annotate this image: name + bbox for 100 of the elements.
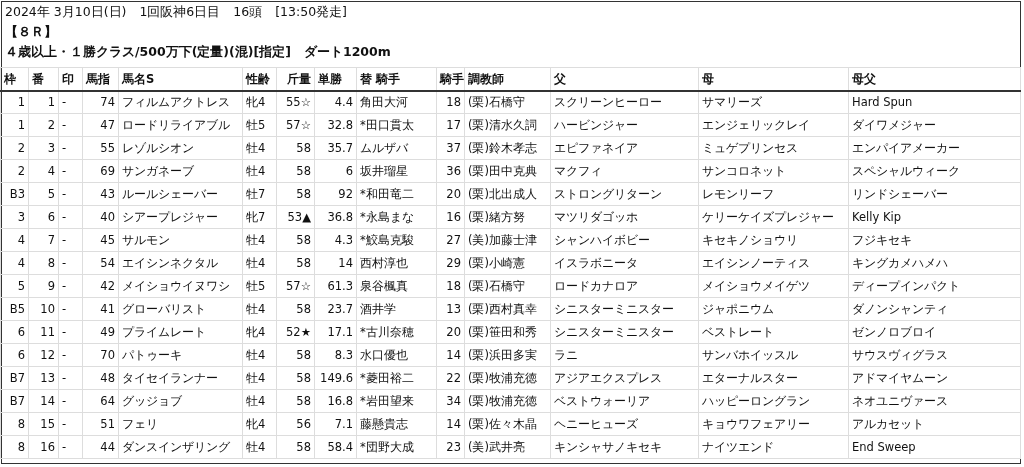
- mark: -: [62, 393, 67, 410]
- frame-number: B5: [9, 301, 25, 318]
- column-header: 性齢: [246, 70, 270, 88]
- weight: 58: [296, 255, 311, 272]
- horse-number: 15: [40, 416, 55, 433]
- horse-number: 14: [40, 393, 55, 410]
- damsire-name: ダノンシャンティ: [852, 301, 948, 318]
- dam-name: サンバホイッスル: [702, 347, 798, 364]
- odds: 58.4: [327, 439, 353, 456]
- jockey-name: *岩田望来: [360, 393, 414, 410]
- frame-number: 2: [17, 140, 25, 157]
- sire-name: スクリーンヒーロー: [554, 94, 662, 112]
- weight: 58: [296, 370, 311, 387]
- trainer-name: (栗)鈴木孝志: [468, 140, 537, 157]
- jockey-stat: 22: [446, 370, 461, 387]
- damsire-name: Hard Spun: [852, 94, 913, 112]
- trainer-name: (栗)石橋守: [468, 278, 525, 295]
- damsire-name: ゼンノロブロイ: [852, 324, 936, 341]
- trainer-name: (栗)浜田多実: [468, 347, 537, 364]
- column-header: 枠: [4, 70, 16, 88]
- race-info-text: ４歳以上・１勝クラス/500万下(定量)(混)[指定] ダート1200m: [5, 44, 391, 60]
- horse-number: 13: [40, 370, 55, 387]
- horse-name: フィルムアクトレス: [122, 94, 230, 112]
- weight: 58: [296, 393, 311, 410]
- dam-name: キョウワフェアリー: [702, 416, 810, 433]
- damsire-name: End Sweep: [852, 439, 916, 456]
- jockey-name: 酒井学: [360, 301, 396, 318]
- jockey-stat: 14: [446, 416, 461, 433]
- dam-name: ミュゲプリンセス: [702, 140, 798, 157]
- trainer-name: (栗)佐々木晶: [468, 416, 537, 433]
- column-header: 母: [702, 70, 714, 88]
- trainer-name: (栗)牧浦充徳: [468, 393, 537, 410]
- horse-number: 12: [40, 347, 55, 364]
- mark: -: [62, 370, 67, 387]
- dam-name: エンジェリックレイ: [702, 117, 810, 134]
- sex-age: 牝7: [246, 209, 266, 226]
- sire-name: マツリダゴッホ: [554, 209, 638, 226]
- column-header: 調教師: [468, 70, 504, 88]
- frame-number: 8: [17, 439, 25, 456]
- horse-number: 5: [47, 186, 55, 203]
- damsire-name: フジキセキ: [852, 232, 912, 249]
- odds: 61.3: [327, 278, 353, 295]
- sex-age: 牡4: [246, 232, 266, 249]
- sire-name: シャンハイボビー: [554, 232, 650, 249]
- odds: 17.1: [327, 324, 353, 341]
- column-header: 父: [554, 70, 566, 88]
- horse-number: 10: [40, 301, 55, 318]
- dam-name: エターナルスター: [702, 370, 798, 387]
- horse-name: レゾルシオン: [122, 140, 194, 157]
- index-value: 74: [100, 94, 115, 112]
- frame-number: B3: [9, 186, 25, 203]
- sex-age: 牡4: [246, 255, 266, 272]
- column-header: 印: [62, 70, 74, 88]
- weight: 58: [296, 232, 311, 249]
- odds: 92: [338, 186, 353, 203]
- horse-number: 4: [47, 163, 55, 180]
- horse-number: 9: [47, 278, 55, 295]
- trainer-name: (栗)笹田和秀: [468, 324, 537, 341]
- horse-name: メイショウイヌワシ: [122, 278, 230, 295]
- sex-age: 牡4: [246, 347, 266, 364]
- index-value: 48: [100, 370, 115, 387]
- sire-name: ラニ: [554, 347, 578, 364]
- sex-age: 牡4: [246, 370, 266, 387]
- sex-age: 牡5: [246, 117, 266, 134]
- jockey-name: 西村淳也: [360, 255, 408, 272]
- horse-name: プライムレート: [122, 324, 206, 341]
- horse-name: パトゥーキ: [122, 347, 182, 364]
- damsire-name: サウスヴィグラス: [852, 347, 948, 364]
- horse-number: 7: [47, 232, 55, 249]
- jockey-name: *田口貫太: [360, 117, 414, 134]
- sex-age: 牝4: [246, 324, 266, 341]
- horse-number: 8: [47, 255, 55, 272]
- mark: -: [62, 324, 67, 341]
- trainer-name: (栗)石橋守: [468, 94, 525, 112]
- sex-age: 牡4: [246, 439, 266, 456]
- sex-age: 牡4: [246, 163, 266, 180]
- jockey-name: 泉谷楓真: [360, 278, 408, 295]
- column-header: 替 騎手: [360, 70, 400, 88]
- odds: 16.8: [327, 393, 353, 410]
- sire-name: アジアエクスプレス: [554, 370, 662, 387]
- column-header: 馬指: [86, 70, 110, 88]
- jockey-stat: 20: [446, 186, 461, 203]
- race-info-text: 【８Ｒ】: [5, 24, 57, 40]
- sex-age: 牝4: [246, 94, 266, 112]
- damsire-name: リンドシェーバー: [852, 186, 948, 203]
- odds: 23.7: [327, 301, 353, 318]
- horse-number: 11: [40, 324, 55, 341]
- mark: -: [62, 140, 67, 157]
- index-value: 64: [100, 393, 115, 410]
- jockey-name: 坂井瑠星: [360, 163, 408, 180]
- jockey-name: *和田竜二: [360, 186, 414, 203]
- sex-age: 牡4: [246, 393, 266, 410]
- jockey-name: 水口優也: [360, 347, 408, 364]
- mark: -: [62, 209, 67, 226]
- dam-name: メイショウメイゲツ: [702, 278, 810, 295]
- weight: 57☆: [286, 117, 311, 134]
- horse-name: サルモン: [122, 232, 170, 249]
- weight: 58: [296, 186, 311, 203]
- weight: 55☆: [286, 94, 311, 112]
- jockey-name: 角田大河: [360, 94, 408, 112]
